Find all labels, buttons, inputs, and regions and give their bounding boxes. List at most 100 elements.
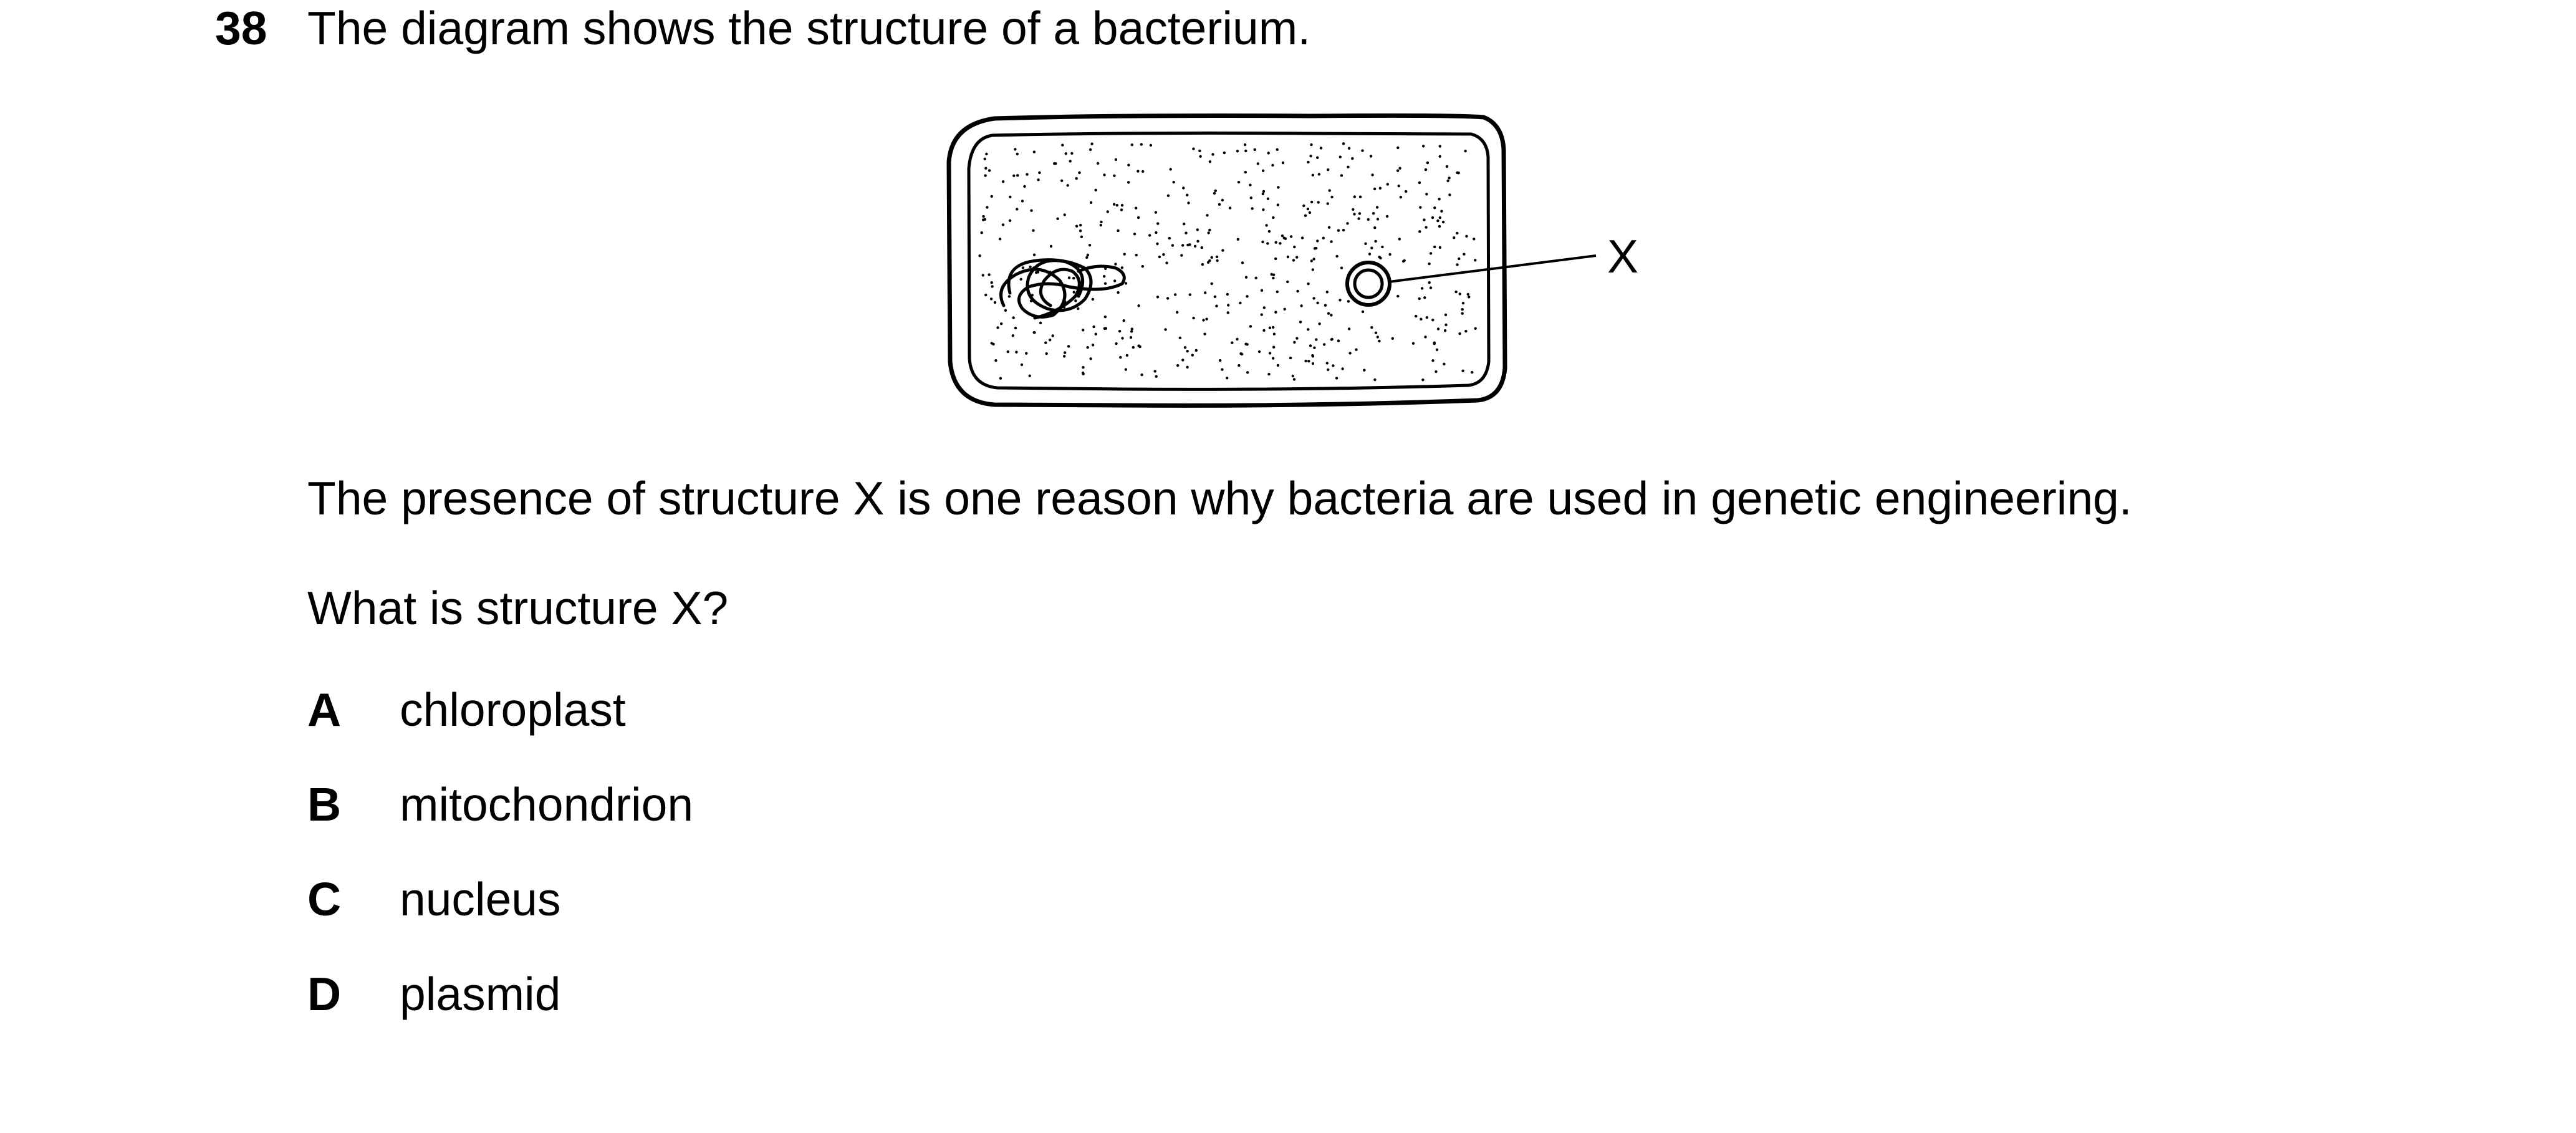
stipple-dot [1473, 238, 1476, 241]
stipple-dot [1021, 266, 1025, 269]
stipple-dot [1008, 219, 1012, 222]
stipple-dot [1236, 337, 1239, 341]
stipple-dot [1199, 155, 1202, 158]
stipple-dot [1074, 299, 1077, 302]
stipple-dot [1376, 335, 1379, 339]
stipple-dot [1135, 206, 1138, 210]
stipple-dot [1202, 319, 1205, 322]
stipple-dot [1249, 183, 1252, 186]
stipple-dot [1438, 246, 1442, 249]
stipple-dot [1338, 155, 1342, 158]
stipple-dot [1268, 352, 1272, 355]
stipple-dot [1311, 362, 1315, 365]
stipple-dot [1302, 204, 1305, 208]
stipple-dot [1236, 150, 1239, 153]
stipple-dot [1094, 188, 1097, 191]
stipple-dot [1346, 222, 1349, 225]
stipple-dot [1474, 327, 1477, 330]
stipple-dot [1272, 325, 1275, 329]
stipple-dot [1309, 155, 1312, 158]
stipple-dot [1176, 311, 1179, 314]
stipple-dot [1103, 282, 1107, 285]
stipple-dot [1006, 350, 1009, 354]
stipple-dot [1186, 193, 1189, 196]
stipple-dot [1140, 143, 1143, 146]
stipple-dot [1196, 239, 1199, 243]
stipple-dot [1304, 359, 1307, 363]
stipple-dot [1132, 345, 1135, 349]
stipple-dot [1080, 235, 1084, 238]
stipple-dot [1049, 339, 1052, 342]
stipple-dot [1381, 245, 1384, 249]
stipple-dot [1293, 245, 1296, 249]
stipple-dot [1166, 194, 1170, 197]
stipple-dot [1425, 193, 1428, 196]
stipple-dot [1001, 223, 1005, 226]
stipple-dot [1014, 326, 1017, 330]
stipple-dot [982, 215, 985, 218]
stipple-dot [1456, 171, 1459, 175]
stipple-dot [1114, 263, 1117, 266]
stipple-dot [1433, 206, 1436, 210]
stipple-dot [1286, 280, 1289, 284]
stipple-dot [1060, 179, 1064, 182]
stipple-dot [1056, 217, 1059, 220]
stipple-dot [1310, 200, 1314, 204]
stipple-dot [1327, 368, 1330, 372]
stipple-dot [1300, 236, 1304, 239]
stipple-dot [1092, 325, 1095, 329]
stipple-dot [1206, 214, 1209, 217]
stipple-dot [1262, 329, 1266, 332]
stipple-dot [985, 152, 988, 156]
stipple-dot [1188, 243, 1191, 246]
stipple-dot [1226, 311, 1229, 314]
stipple-dot [1215, 304, 1218, 307]
stipple-dot [1367, 218, 1370, 221]
stipple-dot [1260, 289, 1264, 292]
stipple-dot [1327, 226, 1331, 229]
stipple-dot [1262, 208, 1265, 211]
stipple-dot [1471, 370, 1474, 374]
stipple-dot [1312, 258, 1315, 261]
stipple-dot [1237, 181, 1241, 184]
stipple-dot [1121, 337, 1124, 340]
question-number: 38 [215, 2, 267, 54]
stipple-dot [1120, 266, 1124, 269]
stipple-dot [1168, 236, 1171, 240]
stipple-dot [1311, 268, 1314, 271]
stipple-dot [1358, 212, 1362, 215]
stipple-dot [1063, 213, 1066, 216]
stipple-dot [1256, 162, 1259, 165]
stipple-dot [1129, 336, 1133, 339]
stipple-dot [1103, 173, 1106, 176]
stipple-dot [1385, 215, 1389, 218]
stipple-dot [1435, 370, 1438, 374]
stipple-dot [1468, 296, 1471, 299]
stipple-dot [1424, 335, 1427, 339]
stipple-dot [1049, 244, 1053, 248]
stipple-dot [1438, 145, 1441, 148]
stipple-dot [1421, 378, 1425, 382]
stipple-dot [1114, 158, 1118, 162]
stipple-dot [1148, 234, 1151, 237]
stipple-dot [1029, 265, 1032, 269]
stipple-dot [1440, 210, 1443, 213]
stipple-dot [1370, 326, 1373, 329]
stipple-dot [1438, 216, 1442, 219]
stipple-dot [1435, 348, 1439, 352]
stipple-dot [1332, 364, 1335, 367]
stipple-dot [1454, 290, 1458, 294]
stipple-dot [1463, 253, 1466, 256]
stipple-dot [1443, 329, 1447, 332]
stipple-dot [1335, 377, 1338, 380]
stipple-dot [1310, 259, 1313, 263]
stipple-dot [1032, 331, 1036, 334]
stipple-dot [1347, 165, 1350, 168]
stipple-dot [1032, 150, 1036, 153]
stipple-dot [1286, 255, 1290, 259]
stipple-dot [1219, 359, 1222, 362]
stipple-dot [1103, 275, 1106, 278]
stipple-dot [1192, 316, 1195, 320]
stipple-dot [1398, 238, 1401, 241]
stipple-dot [1165, 261, 1168, 264]
